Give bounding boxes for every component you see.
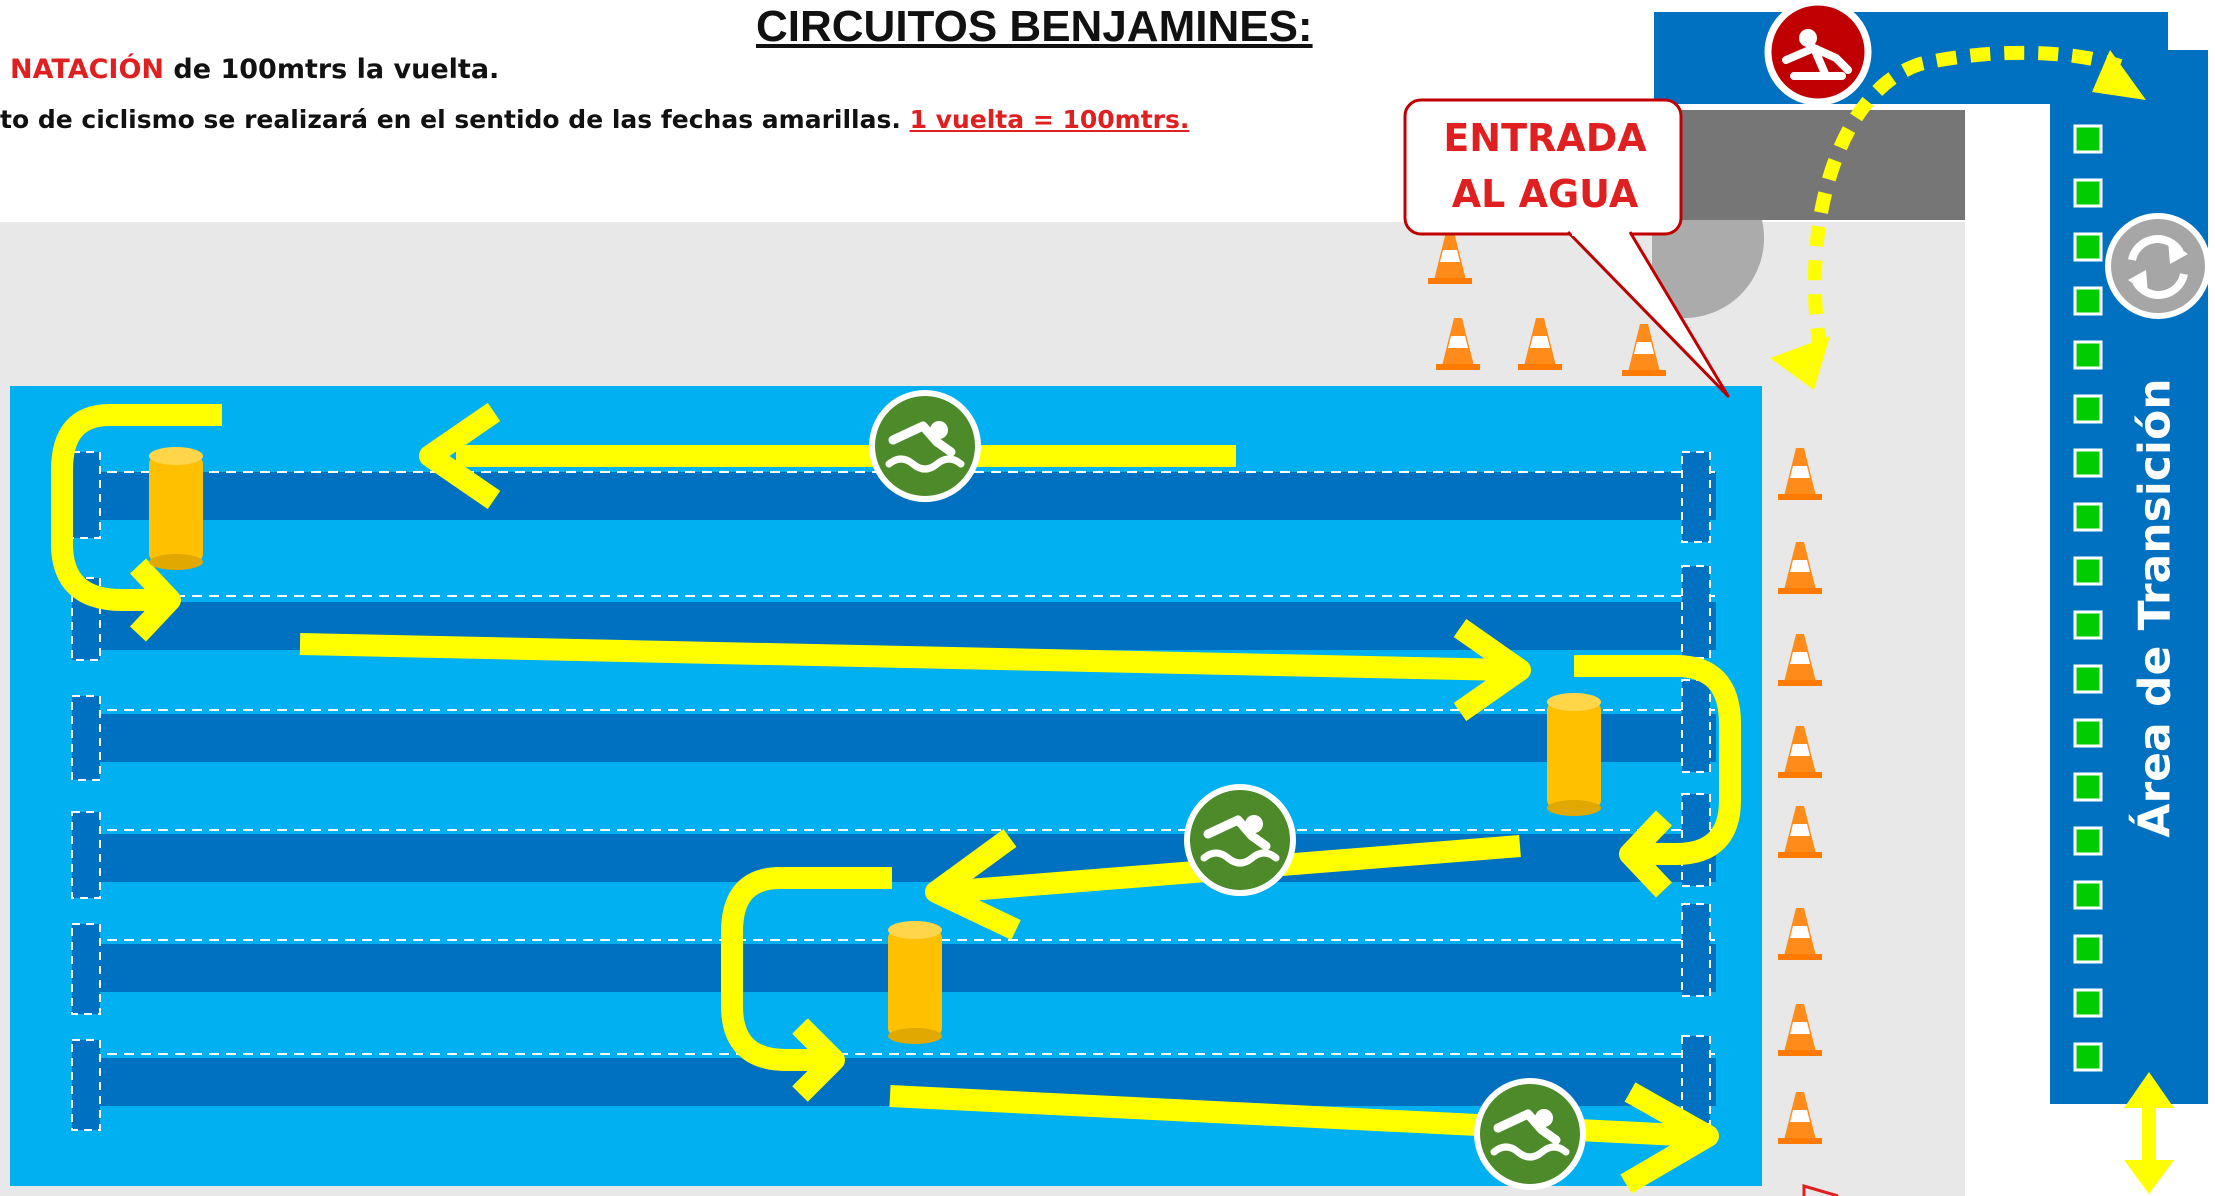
cycling-description: to de ciclismo se realizará en el sentid… bbox=[0, 105, 1189, 134]
transition-marker bbox=[2073, 502, 2103, 532]
transition-marker bbox=[2073, 232, 2103, 262]
callout-pointer-fragment bbox=[1802, 1183, 1839, 1196]
transition-marker bbox=[2073, 934, 2103, 964]
route-turn bbox=[1574, 655, 1741, 865]
route-arrow bbox=[299, 633, 1511, 681]
route-arrowhead bbox=[1619, 810, 1672, 898]
swim-keyword: NATACIÓN bbox=[10, 54, 165, 85]
dotted-route-arrowhead bbox=[2092, 50, 2146, 100]
transition-marker bbox=[2073, 772, 2103, 802]
runner-start-icon bbox=[1764, 0, 1872, 106]
transition-marker bbox=[2073, 286, 2103, 316]
pool-entrance-ramp bbox=[1652, 110, 1965, 220]
route-arrowhead bbox=[419, 402, 501, 510]
transition-marker bbox=[2073, 1042, 2103, 1072]
transition-marker bbox=[2073, 664, 2103, 694]
buoy-icon bbox=[1547, 693, 1601, 816]
transition-marker bbox=[2073, 826, 2103, 856]
transition-marker bbox=[2073, 988, 2103, 1018]
route-arrowhead bbox=[792, 1018, 845, 1102]
buoy-icon bbox=[149, 447, 203, 570]
dotted-route bbox=[1770, 45, 2146, 390]
transition-marker bbox=[2073, 178, 2103, 208]
swimmer-icon bbox=[872, 393, 978, 499]
water-entry-callout bbox=[1403, 98, 1730, 398]
ramp-curve bbox=[1652, 220, 1765, 319]
swim-description-rest: de 100mtrs la vuelta. bbox=[164, 54, 500, 85]
route-arrowhead bbox=[129, 558, 181, 642]
cycling-description-text: to de ciclismo se realizará en el sentid… bbox=[0, 105, 910, 134]
transition-marker bbox=[2073, 394, 2103, 424]
route-turn bbox=[721, 867, 892, 1071]
water-entry-line2: AL AGUA bbox=[1451, 172, 1639, 216]
transition-marker bbox=[2073, 718, 2103, 748]
swimmer-icon bbox=[1477, 1081, 1583, 1187]
buoy-icon bbox=[888, 921, 942, 1044]
exit-double-arrow bbox=[2124, 1072, 2174, 1194]
transition-marker bbox=[2073, 448, 2103, 478]
dotted-route-arrowhead bbox=[1770, 336, 1830, 390]
transition-marker bbox=[2073, 556, 2103, 586]
transition-marker bbox=[2073, 610, 2103, 640]
route-arrowhead bbox=[1620, 1082, 1719, 1194]
transition-marker bbox=[2073, 340, 2103, 370]
rotate-cycle-icon bbox=[2105, 213, 2211, 319]
route-arrowhead bbox=[925, 829, 1021, 940]
transition-marker bbox=[2073, 880, 2103, 910]
transition-marker bbox=[2073, 124, 2103, 154]
diagram-title: CIRCUITOS BENJAMINES: bbox=[756, 2, 1313, 51]
water-entry-label: ENTRADA AL AGUA bbox=[1410, 110, 1680, 222]
route-arrowhead bbox=[1453, 618, 1531, 722]
lap-distance: 1 vuelta = 100mtrs. bbox=[909, 105, 1190, 134]
water-entry-line1: ENTRADA bbox=[1443, 116, 1647, 160]
swim-description: NATACIÓN de 100mtrs la vuelta. bbox=[10, 54, 499, 85]
route-turn bbox=[51, 404, 222, 611]
transition-area-label: Área de Transición bbox=[2129, 378, 2181, 838]
swimmer-icon bbox=[1187, 787, 1293, 893]
transition-area-strip bbox=[1654, 12, 2208, 1104]
lane-stripe bbox=[90, 714, 1716, 762]
